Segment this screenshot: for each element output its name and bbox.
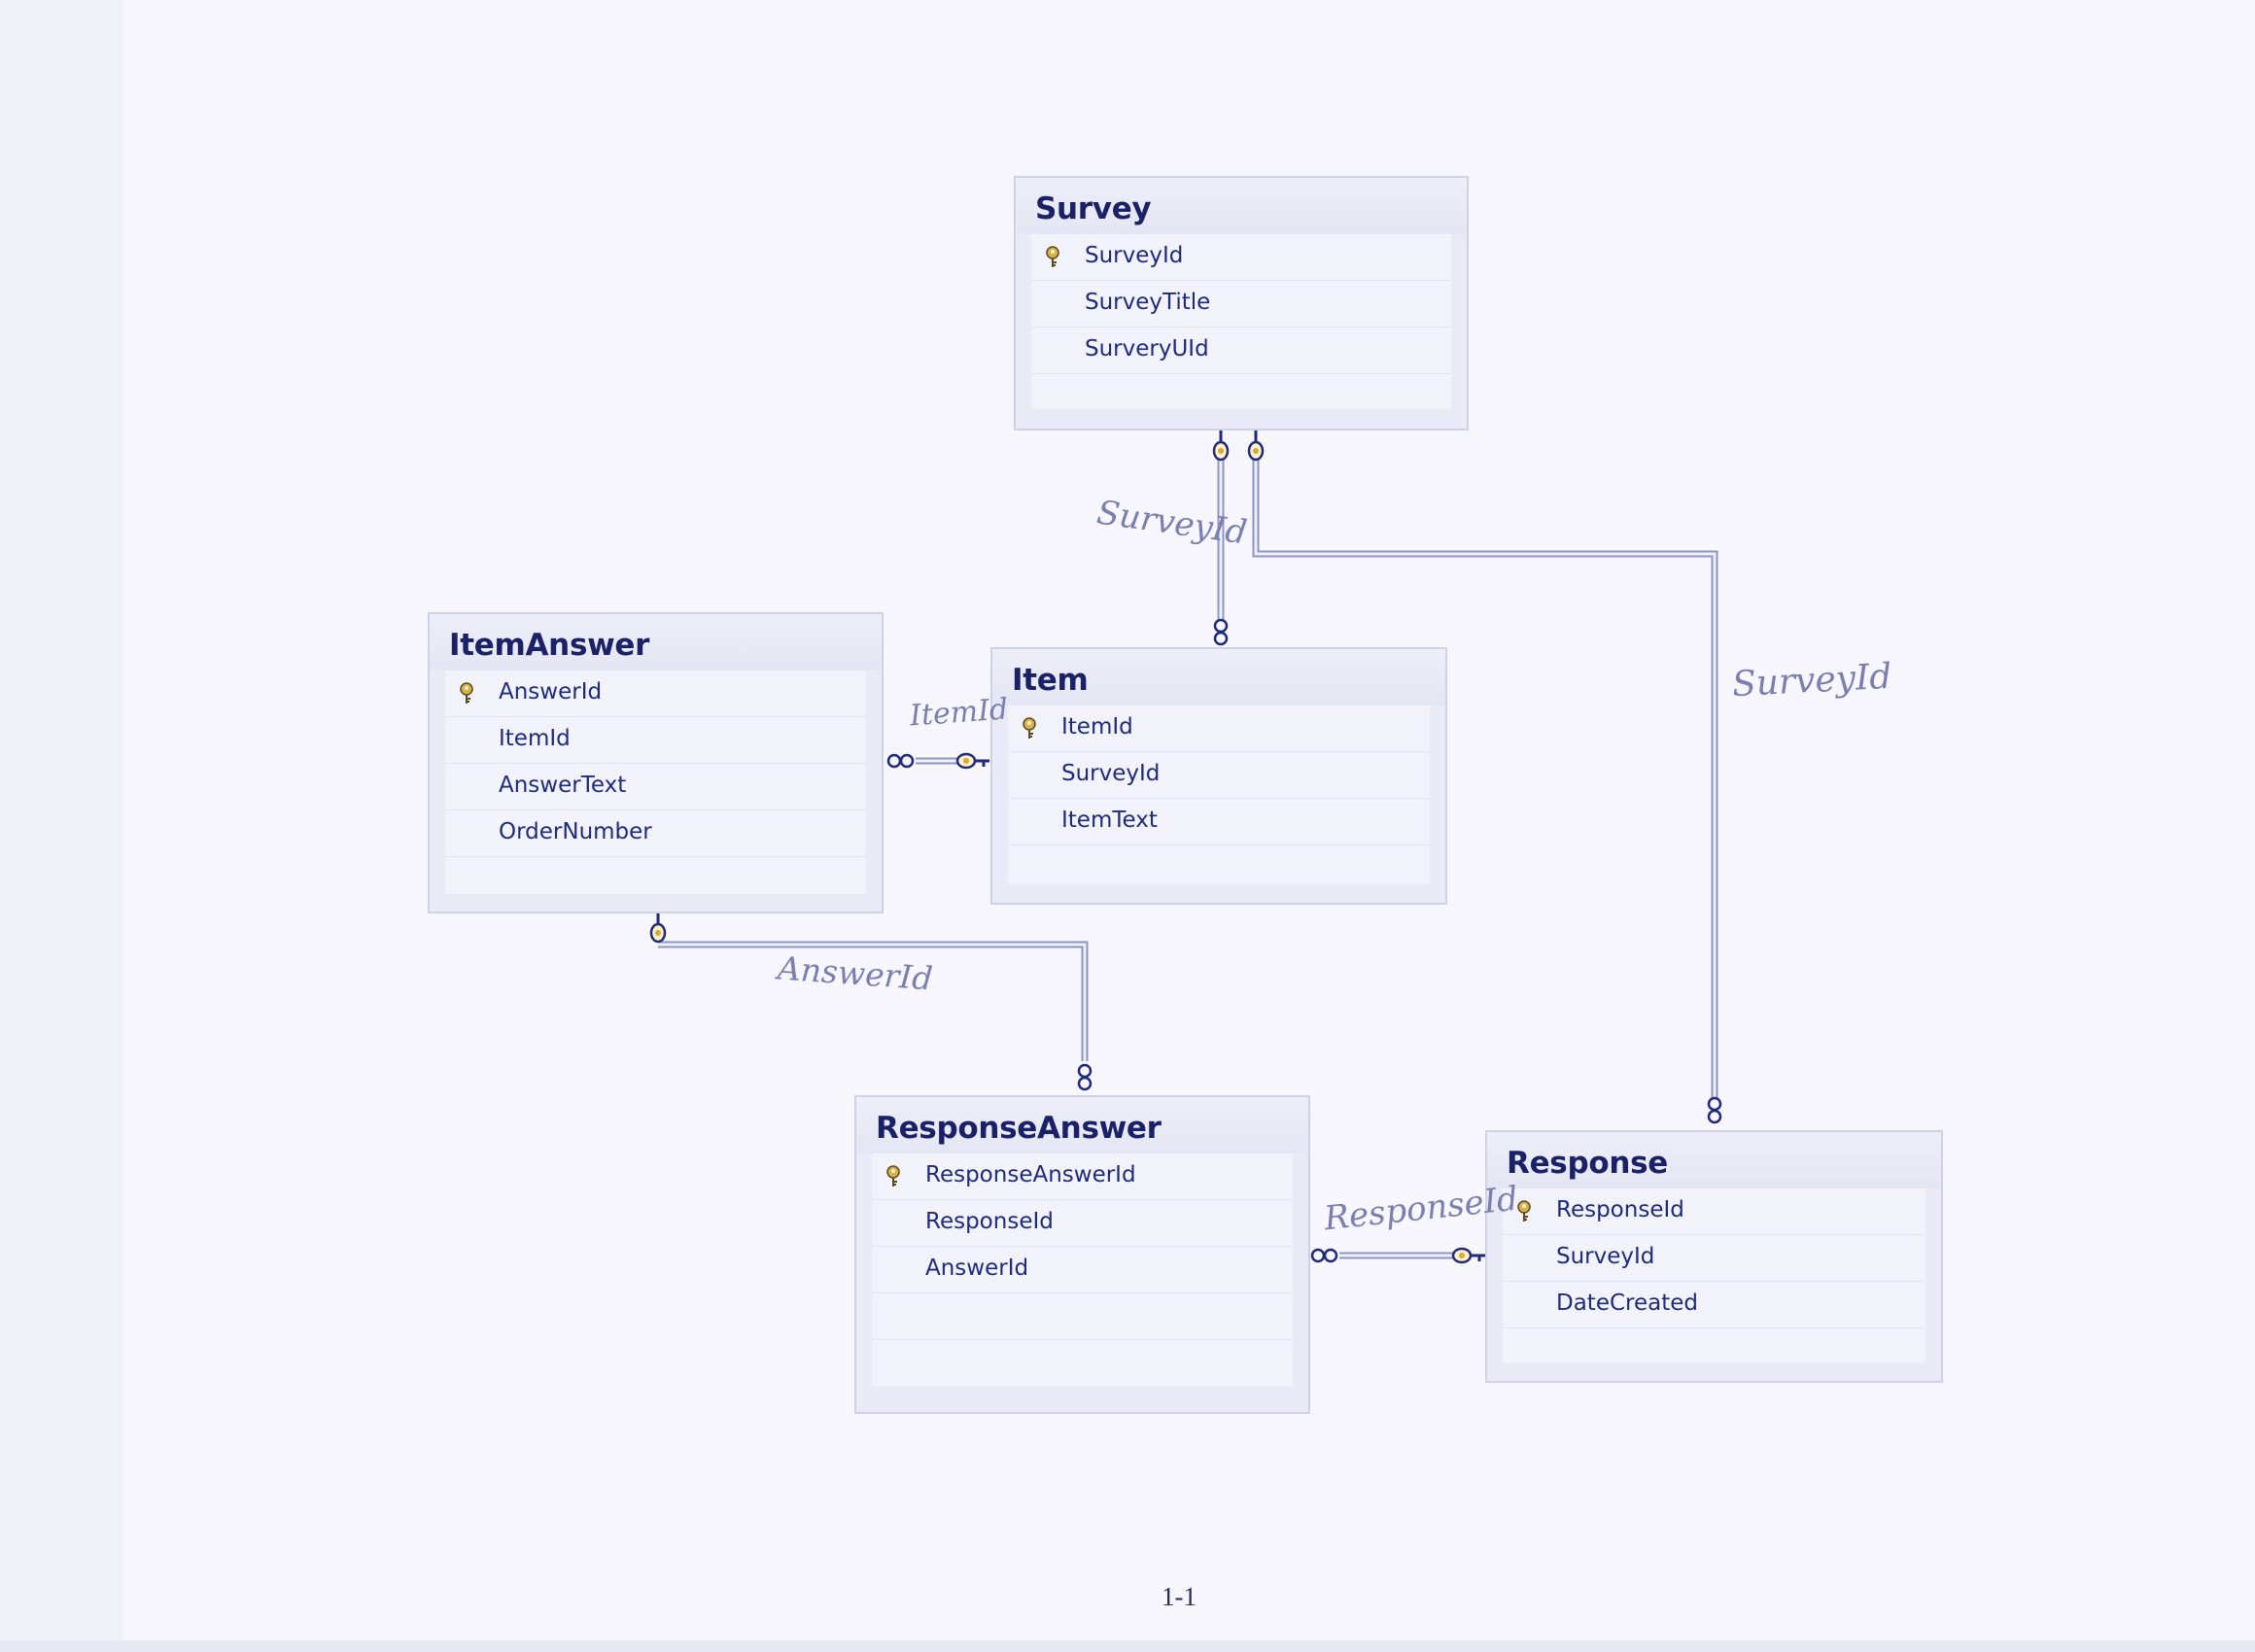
empty-row xyxy=(872,1340,1293,1387)
field-row[interactable]: DateCreated xyxy=(1503,1282,1925,1328)
table-itemanswer[interactable]: ItemAnswer AnswerId ItemId AnswerText Or… xyxy=(428,612,884,913)
field-list: ResponseAnswerId ResponseId AnswerId xyxy=(872,1153,1293,1387)
table-header: ItemAnswer xyxy=(430,614,882,671)
field-row[interactable]: ResponseId xyxy=(872,1200,1293,1247)
field-name: SurveyId xyxy=(1085,243,1184,268)
table-item[interactable]: Item ItemId SurveyId ItemText xyxy=(990,647,1447,905)
field-row[interactable]: ResponseId xyxy=(1503,1188,1925,1235)
table-survey[interactable]: Survey SurveyId SurveyTitle SurveryUId xyxy=(1014,176,1469,430)
page-number: 1-1 xyxy=(1162,1582,1197,1611)
link-itemanswer-responseanswer-many-end xyxy=(1077,1063,1093,1091)
table-header: Response xyxy=(1487,1132,1941,1188)
link-responseanswer-response-many-end xyxy=(1310,1248,1338,1263)
field-name: AnswerText xyxy=(499,773,627,798)
field-row[interactable]: AnswerId xyxy=(445,671,866,717)
link-item-itemanswer-key-end xyxy=(955,752,989,770)
field-row[interactable]: SurveyId xyxy=(1008,752,1430,799)
link-survey-response-many-end xyxy=(1707,1096,1722,1124)
field-row[interactable]: ItemId xyxy=(1008,706,1430,752)
link-item-itemanswer-many-end xyxy=(886,753,915,769)
field-name: ItemId xyxy=(499,726,571,751)
annotation-itemid: ItemId xyxy=(908,692,1010,734)
field-name: SurveryUId xyxy=(1085,336,1209,361)
table-title: ResponseAnswer xyxy=(876,1111,1162,1146)
link-survey-item-many-end xyxy=(1213,618,1229,646)
link-itemanswer-responseanswer xyxy=(649,913,1093,1091)
link-responseanswer-response xyxy=(1310,1247,1485,1264)
table-response[interactable]: Response ResponseId SurveyId DateCreated xyxy=(1485,1130,1943,1383)
empty-row xyxy=(1008,845,1430,884)
scan-margin xyxy=(0,0,123,1652)
field-row[interactable]: ItemId xyxy=(445,717,866,764)
table-title: ItemAnswer xyxy=(449,628,650,663)
empty-row xyxy=(1031,374,1451,409)
link-survey-item-key-end xyxy=(1212,428,1230,462)
link-survey-response-key-end xyxy=(1247,428,1265,462)
field-row[interactable]: OrderNumber xyxy=(445,810,866,857)
field-name: OrderNumber xyxy=(499,819,652,844)
field-row[interactable]: AnswerId xyxy=(872,1247,1293,1293)
field-list: ItemId SurveyId ItemText xyxy=(1008,706,1430,884)
annotation-surveyid-response: SurveyId xyxy=(1731,656,1893,706)
field-name: SurveyId xyxy=(1061,761,1161,786)
empty-row xyxy=(1503,1328,1925,1363)
link-responseanswer-response-key-end xyxy=(1451,1247,1485,1264)
link-survey-item xyxy=(1212,428,1230,646)
field-row[interactable]: ResponseAnswerId xyxy=(872,1153,1293,1200)
primary-key-icon xyxy=(1517,1200,1531,1222)
field-name: ItemText xyxy=(1061,808,1158,833)
field-row[interactable]: SurveyTitle xyxy=(1031,281,1451,327)
field-row[interactable]: SurveyId xyxy=(1503,1235,1925,1282)
empty-row xyxy=(872,1293,1293,1340)
field-name: ResponseAnswerId xyxy=(925,1162,1136,1187)
primary-key-icon xyxy=(1023,717,1036,739)
field-name: AnswerId xyxy=(499,679,603,705)
scan-bottom-edge xyxy=(0,1640,2255,1652)
table-header: Item xyxy=(992,649,1445,706)
field-name: ResponseId xyxy=(925,1209,1054,1234)
field-name: ResponseId xyxy=(1556,1197,1684,1222)
field-row[interactable]: SurveryUId xyxy=(1031,327,1451,374)
field-name: AnswerId xyxy=(925,1256,1029,1281)
link-item-itemanswer xyxy=(886,752,989,770)
field-row[interactable]: ItemText xyxy=(1008,799,1430,845)
field-list: SurveyId SurveyTitle SurveryUId xyxy=(1031,234,1451,409)
field-name: DateCreated xyxy=(1556,1291,1698,1316)
field-name: SurveyTitle xyxy=(1085,290,1211,315)
primary-key-icon xyxy=(460,682,473,704)
primary-key-icon xyxy=(886,1165,900,1187)
table-header: ResponseAnswer xyxy=(856,1097,1308,1153)
link-survey-response xyxy=(1247,428,1722,1124)
field-row[interactable]: SurveyId xyxy=(1031,234,1451,281)
field-name: SurveyId xyxy=(1556,1244,1655,1269)
field-name: ItemId xyxy=(1061,714,1133,740)
table-responseanswer[interactable]: ResponseAnswer ResponseAnswerId Response… xyxy=(854,1095,1310,1414)
field-row[interactable]: AnswerText xyxy=(445,764,866,810)
primary-key-icon xyxy=(1046,246,1059,267)
field-list: AnswerId ItemId AnswerText OrderNumber xyxy=(445,671,866,894)
table-title: Response xyxy=(1507,1146,1668,1181)
link-itemanswer-responseanswer-key-end xyxy=(649,913,667,944)
field-list: ResponseId SurveyId DateCreated xyxy=(1503,1188,1925,1363)
table-title: Item xyxy=(1012,663,1089,698)
empty-row xyxy=(445,857,866,894)
table-header: Survey xyxy=(1016,178,1467,234)
table-title: Survey xyxy=(1035,191,1152,226)
